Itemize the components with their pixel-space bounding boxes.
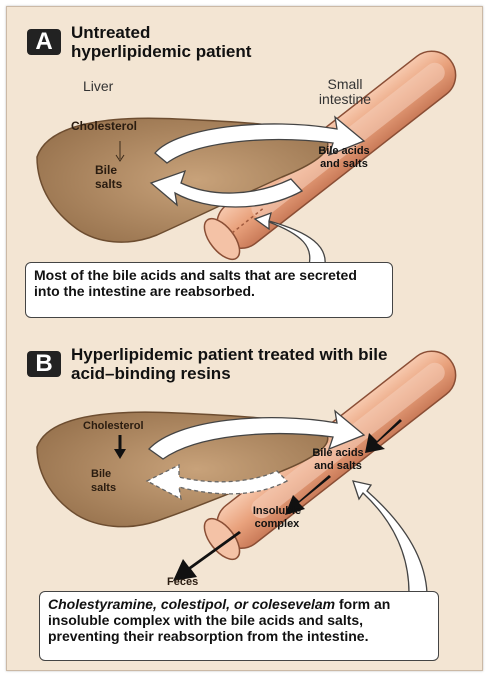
cholesterol-label-a: Cholesterol (71, 119, 137, 133)
callout-b: Cholestyramine, colestipol, or colesevel… (39, 591, 439, 661)
callout-b-drugs: Cholestyramine, colestipol, or colesevel… (48, 596, 335, 612)
bile-acids-salts-label-b: Bile acids and salts (305, 447, 371, 473)
bile-acids-salts-label-a: Bile acids and salts (311, 145, 377, 171)
callout-a: Most of the bile acids and salts that ar… (25, 262, 393, 318)
panel-a-badge: A (27, 29, 61, 55)
callout-pointer-a (255, 213, 325, 265)
small-intestine-label-a: Small intestine (305, 77, 385, 107)
insoluble-complex-label: Insoluble complex (237, 505, 317, 531)
bile-salts-label-a: Bile salts (95, 163, 139, 191)
diagram-graphics (7, 7, 482, 670)
callout-pointer-b (353, 481, 427, 593)
cholesterol-label-b: Cholesterol (83, 419, 144, 433)
liver-label-a: Liver (83, 79, 113, 94)
panel-b-badge: B (27, 351, 61, 377)
panel-a-title: Untreated hyperlipidemic patient (71, 23, 261, 61)
panel-b-title: Hyperlipidemic patient treated with bile… (71, 345, 401, 383)
bile-salts-label-b: Bile salts (91, 467, 135, 495)
diagram-frame: A Untreated hyperlipidemic patient Liver… (6, 6, 483, 671)
feces-label: Feces (167, 575, 198, 589)
